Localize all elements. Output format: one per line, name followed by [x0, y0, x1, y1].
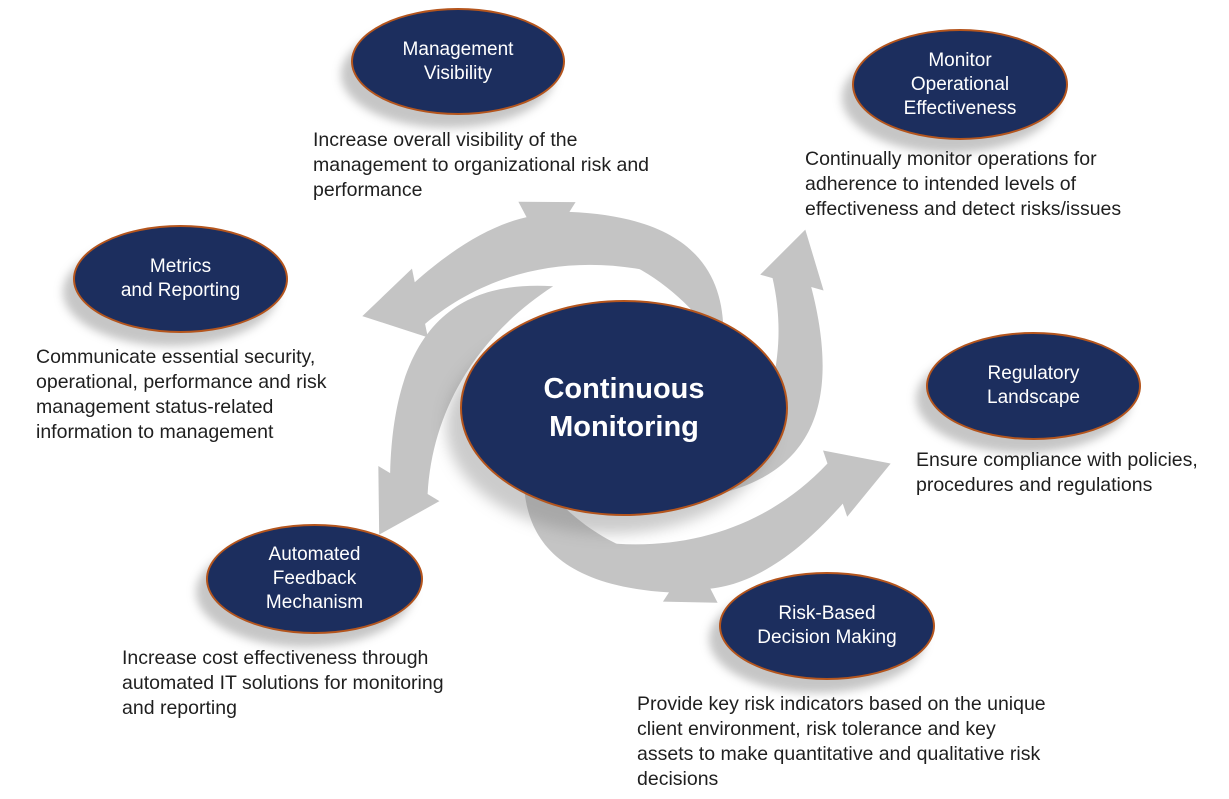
node-regulatory-landscape: Regulatory Landscape [926, 332, 1141, 440]
desc-monitor-operational-effectiveness: Continually monitor operations for adher… [805, 148, 1122, 220]
node-label: Monitor Operational Effectiveness [903, 49, 1017, 119]
node-monitor-operational-effectiveness: Monitor Operational Effectiveness [852, 29, 1068, 140]
desc-automated-feedback-mechanism: Increase cost effectiveness through auto… [122, 647, 444, 719]
desc-metrics-and-reporting: Communicate essential security, operatio… [36, 346, 327, 443]
node-label: Metrics and Reporting [120, 256, 241, 301]
node-label: Risk-Based Decision Making [757, 603, 897, 648]
node-metrics-and-reporting: Metrics and Reporting [73, 225, 288, 333]
node-risk-based-decision-making: Risk-Based Decision Making [719, 572, 935, 680]
hub-continuous-monitoring: Continuous Monitoring [460, 300, 788, 516]
hub-label: Continuous Monitoring [543, 373, 705, 443]
node-label: Automated Feedback Mechanism [265, 544, 364, 613]
desc-regulatory-landscape: Ensure compliance with policies, procedu… [916, 449, 1198, 496]
node-management-visibility: Management Visibility [351, 8, 565, 115]
desc-management-visibility: Increase overall visibility of the manag… [313, 129, 650, 201]
node-automated-feedback-mechanism: Automated Feedback Mechanism [206, 524, 423, 634]
node-label: Management Visibility [402, 38, 514, 84]
desc-risk-based-decision-making: Provide key risk indicators based on the… [637, 693, 1046, 790]
node-label: Regulatory Landscape [987, 363, 1080, 408]
